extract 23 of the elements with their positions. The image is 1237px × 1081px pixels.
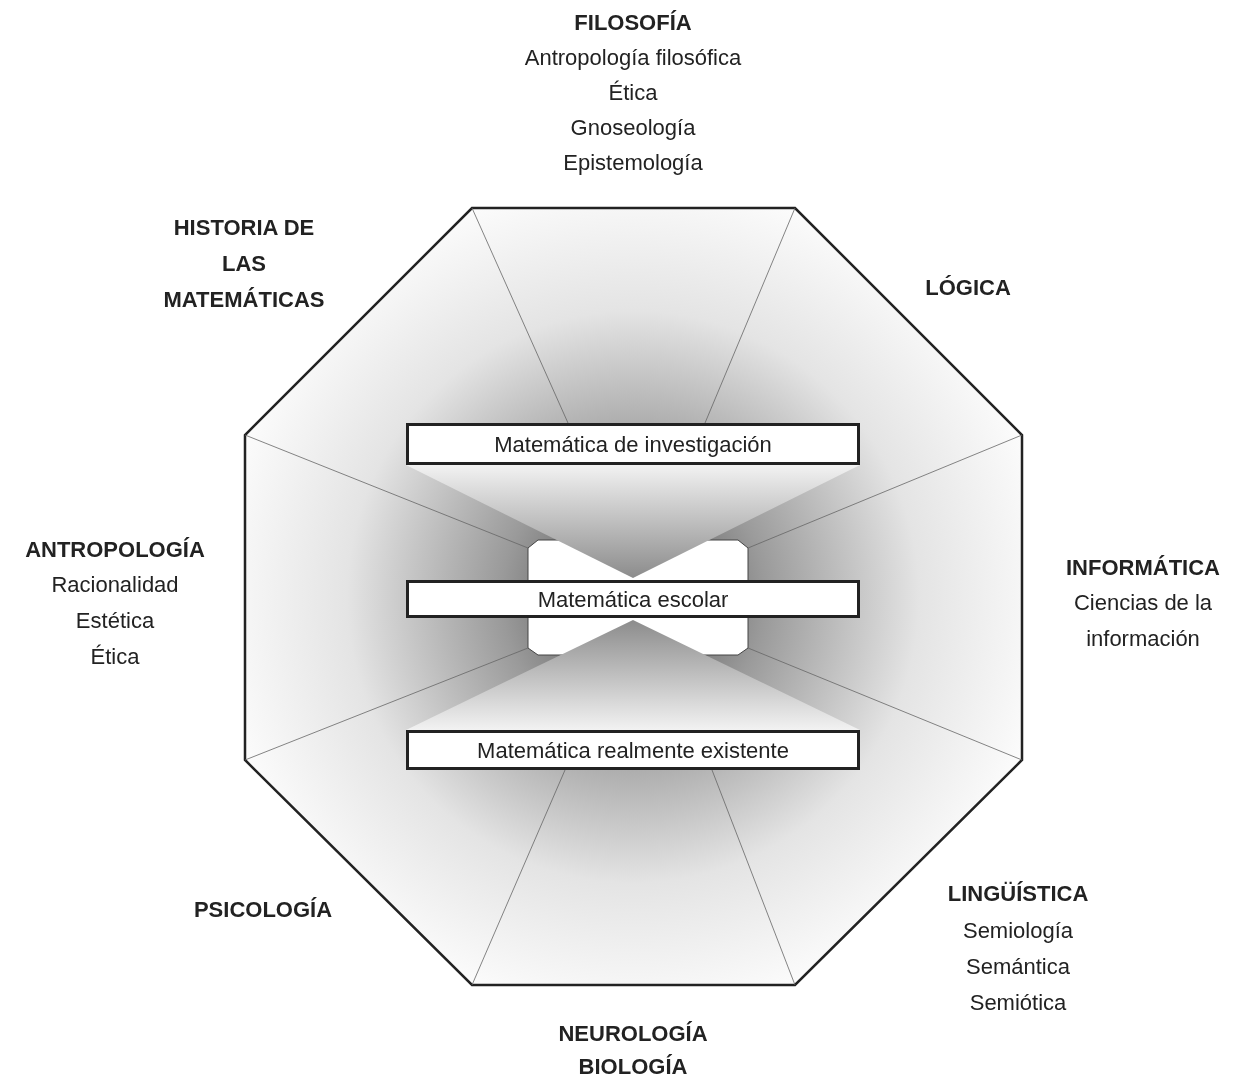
discipline-heading: INFORMÁTICA xyxy=(1065,554,1221,582)
subdiscipline-label: Semántica xyxy=(965,953,1071,981)
text-box: Matemática realmente existente xyxy=(406,730,860,770)
discipline-heading: ANTROPOLOGÍA xyxy=(24,536,206,564)
subdiscipline-label: Semiología xyxy=(961,917,1075,945)
discipline-heading: BIOLOGÍA xyxy=(577,1053,689,1081)
subdiscipline-label: Epistemología xyxy=(562,149,704,177)
discipline-heading: LÓGICA xyxy=(924,274,1012,302)
discipline-heading: FILOSOFÍA xyxy=(573,9,693,37)
subdiscipline-label: Estética xyxy=(74,607,156,635)
subdiscipline-label: Racionalidad xyxy=(50,571,180,599)
text-box: Matemática de investigación xyxy=(406,423,860,465)
subdiscipline-label: Ética xyxy=(89,643,141,671)
subdiscipline-label: Gnoseología xyxy=(569,114,697,142)
subdiscipline-label: Antropología filosófica xyxy=(523,44,743,72)
discipline-heading: NEUROLOGÍA xyxy=(557,1020,709,1048)
text-box: Matemática escolar xyxy=(406,580,860,618)
discipline-heading: LINGÜÍSTICA xyxy=(946,880,1090,908)
discipline-heading: PSICOLOGÍA xyxy=(192,896,334,924)
subdiscipline-label: Ciencias de la información xyxy=(1072,589,1214,653)
discipline-heading: HISTORIA DE LAS MATEMÁTICAS xyxy=(162,214,326,314)
subdiscipline-label: Semiótica xyxy=(968,989,1068,1017)
subdiscipline-label: Ética xyxy=(607,79,659,107)
